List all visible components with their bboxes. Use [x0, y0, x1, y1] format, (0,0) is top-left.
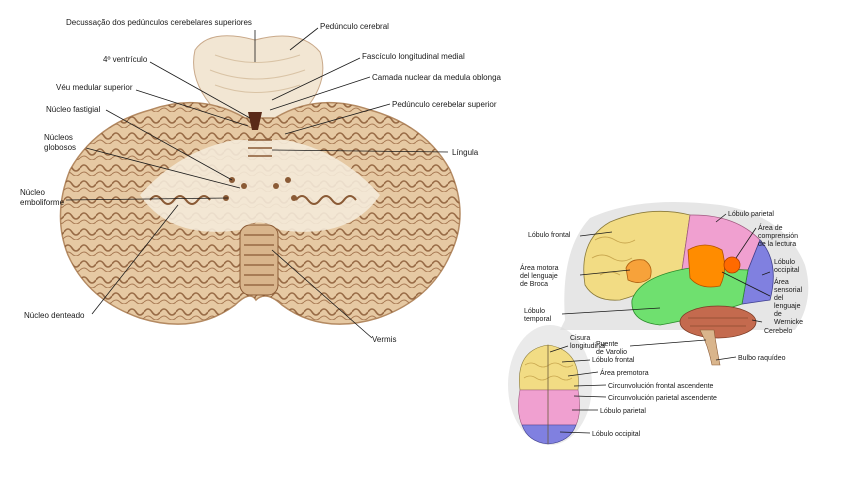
- label-temporal-1: Lóbulo: [524, 308, 545, 315]
- label-wernicke-5: de: [774, 311, 782, 318]
- top-occipital-region: [521, 424, 577, 445]
- lateral-brain: [560, 201, 809, 366]
- wernicke-area-region: [687, 244, 725, 288]
- label-top-occipital-lobe: Lóbulo occipital: [592, 431, 641, 438]
- label-occipital-1: Lóbulo: [774, 259, 795, 266]
- reading-area-region: [723, 256, 741, 274]
- brain-labels: Lóbulo frontal Lóbulo parietal Área de c…: [520, 211, 803, 362]
- white-matter: [140, 140, 380, 232]
- label-emboliform-nucleus-1: Núcleo: [20, 188, 45, 197]
- label-frontal-lobe: Lóbulo frontal: [528, 232, 571, 239]
- brainstem-small: [699, 329, 721, 366]
- label-superior-medullary-velum: Véu medular superior: [56, 83, 133, 92]
- label-wernicke-4: lenguaje: [774, 303, 801, 310]
- label-superior-cerebellar-peduncle: Pedúnculo cerebelar superior: [392, 100, 497, 109]
- top-parietal-region: [518, 389, 580, 426]
- label-ascending-parietal: Circunvolución parietal ascendente: [608, 395, 717, 402]
- label-ascending-frontal: Circunvolución frontal ascendente: [608, 383, 714, 390]
- label-top-parietal-lobe: Lóbulo parietal: [600, 408, 646, 415]
- label-broca-1: Área motora: [520, 263, 559, 272]
- brain-leader-lines: [561, 213, 771, 361]
- label-globose-nuclei-1: Núcleos: [44, 133, 73, 142]
- label-emboliform-nucleus-2: emboliforme: [20, 198, 65, 207]
- label-medulla: Bulbo raquídeo: [738, 355, 786, 362]
- label-fourth-ventricle: 4º ventrículo: [103, 55, 148, 64]
- label-occipital-2: occipital: [774, 267, 800, 274]
- label-fissure-2: longitudinal: [570, 343, 606, 350]
- cerebellum-section: [59, 35, 461, 325]
- top-view-leader-lines: [549, 345, 607, 434]
- vermis-shape: [239, 224, 279, 296]
- label-wernicke-1: Área: [774, 277, 789, 286]
- label-cerebral-peduncle: Pedúnculo cerebral: [320, 22, 389, 31]
- label-wernicke-2: sensorial: [774, 287, 802, 294]
- label-reading-area-3: de la lectura: [758, 241, 796, 248]
- label-parietal-lobe: Lóbulo parietal: [728, 211, 774, 218]
- occipital-lobe-region: [741, 239, 774, 305]
- label-medial-longitudinal-fasciculus: Fascículo longitudinal medial: [362, 52, 465, 61]
- top-view-brain: [508, 325, 592, 445]
- label-lingula: Língula: [452, 148, 479, 157]
- label-premotor: Área premotora: [600, 368, 649, 377]
- label-vermis: Vermis: [372, 335, 396, 344]
- fourth-ventricle-shape: [248, 112, 262, 130]
- label-dentate-nucleus: Núcleo denteado: [24, 311, 85, 320]
- label-wernicke-6: Wernicke: [774, 319, 803, 326]
- label-broca-2: del lenguaje: [520, 273, 558, 280]
- label-fissure-1: Cisura: [570, 335, 590, 342]
- label-wernicke-3: del: [774, 295, 784, 302]
- label-reading-area-1: Área de: [758, 223, 783, 232]
- label-pons-1: Puente: [596, 341, 618, 348]
- label-broca-3: de Broca: [520, 281, 548, 288]
- label-pons-2: de Varolio: [596, 349, 627, 356]
- label-globose-nuclei-2: globosos: [44, 143, 76, 152]
- label-nuclear-layer: Camada nuclear da medula oblonga: [372, 73, 502, 82]
- top-view-labels: Cisura longitudinal Lóbulo frontal Área …: [570, 335, 717, 438]
- label-temporal-2: temporal: [524, 316, 552, 323]
- broca-area-region: [625, 259, 652, 283]
- label-cerebellum-small: Cerebelo: [764, 328, 793, 335]
- cerebellum-labels: Decussação dos pedúnculos cerebelares su…: [20, 18, 502, 344]
- small-cerebellum-region: [679, 305, 757, 339]
- label-fastigial-nucleus: Núcleo fastigial: [46, 105, 100, 114]
- label-reading-area-2: comprensión: [758, 233, 798, 240]
- label-decussation: Decussação dos pedúnculos cerebelares su…: [66, 18, 252, 27]
- label-top-frontal-lobe: Lóbulo frontal: [592, 357, 635, 364]
- cerebellum-leader-lines: [65, 27, 449, 339]
